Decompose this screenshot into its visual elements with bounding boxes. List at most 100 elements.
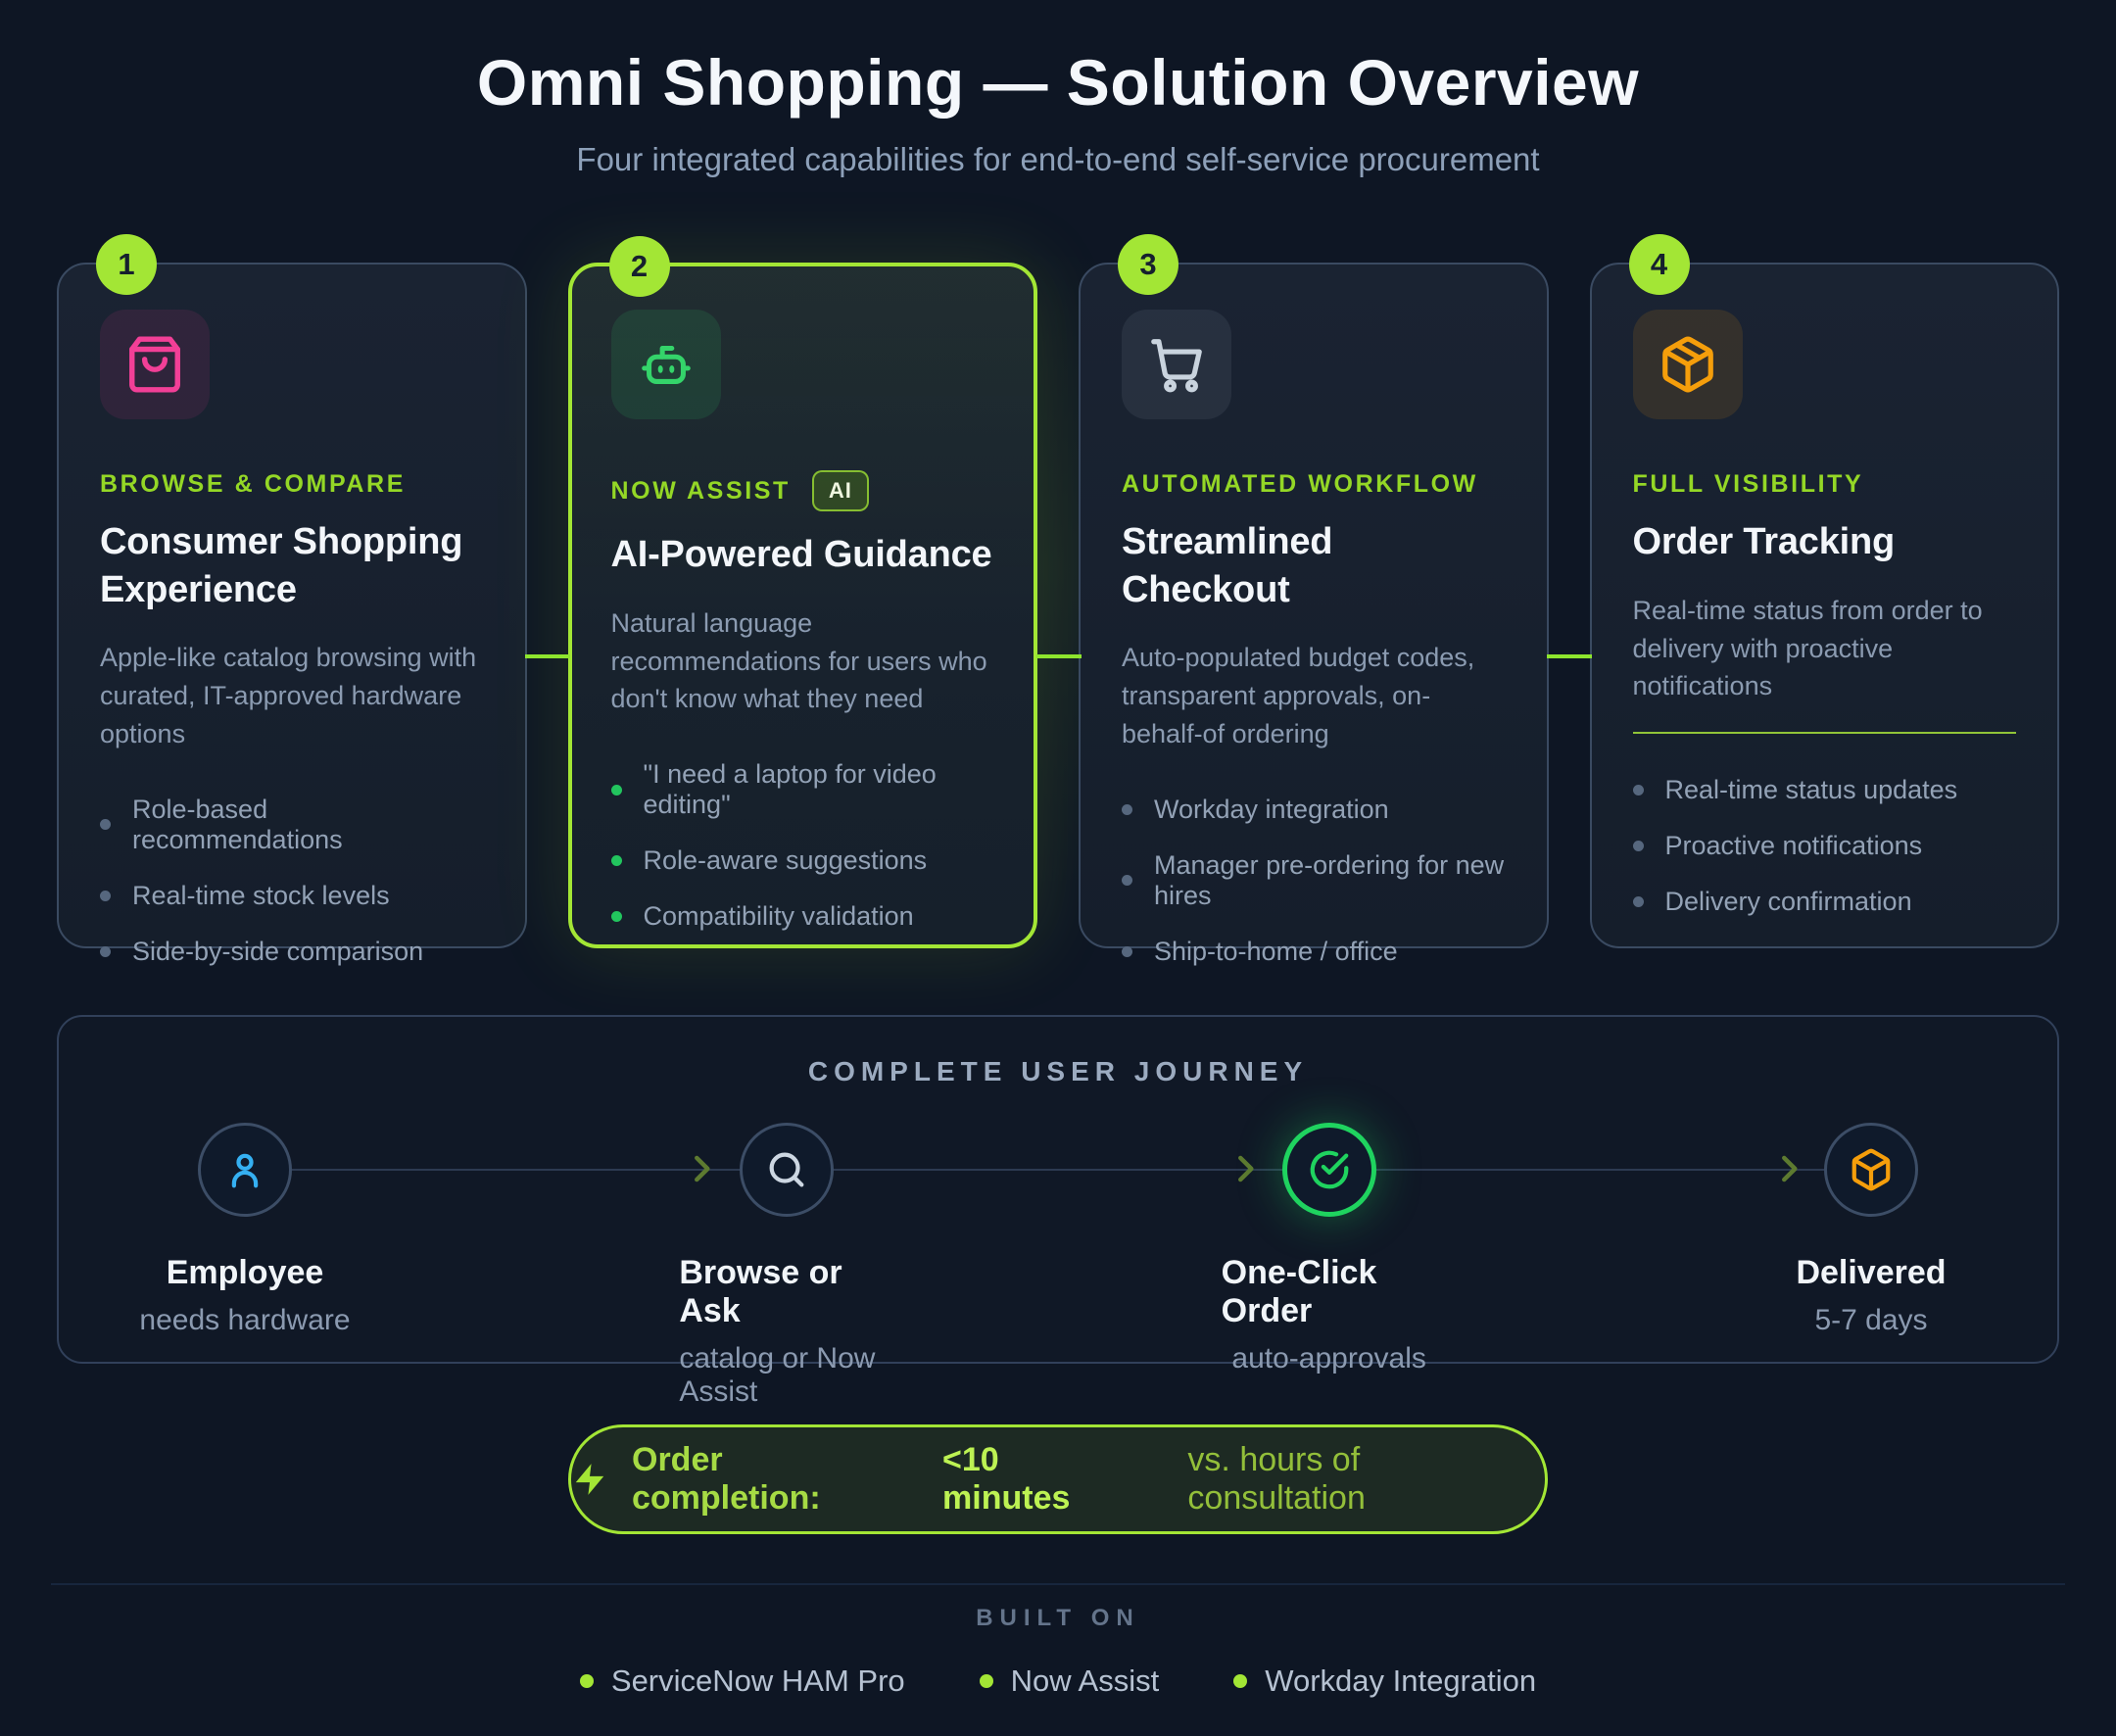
bullet-item: Side-by-side comparison <box>100 937 484 967</box>
bullet-item: Compatibility validation <box>610 901 995 932</box>
bullet-list: "I need a laptop for video editing" Role… <box>610 759 995 932</box>
built-on-item-label: Workday Integration <box>1265 1664 1537 1698</box>
bullet-item: Proactive notifications <box>1632 831 2017 861</box>
bullet-text: Workday integration <box>1154 794 1389 824</box>
number-badge: 4 <box>1628 234 1690 295</box>
package-icon <box>1661 336 1713 393</box>
bullet-text: Side-by-side comparison <box>132 936 424 966</box>
journey-step-browse-or-ask: Browse or Ask catalog or Now Assist <box>679 1123 894 1409</box>
card-connector <box>525 654 570 658</box>
journey-line <box>292 1169 1824 1171</box>
number-badge: 1 <box>96 234 157 295</box>
card-connector <box>1547 654 1592 658</box>
step-sublabel: auto-approvals <box>1231 1342 1426 1374</box>
search-icon <box>769 1152 804 1187</box>
bullet-item: Ship-to-home / office <box>1122 937 1506 967</box>
capability-cards: 1 BROWSE & COMPARE Consumer Shopping Exp… <box>57 234 2059 966</box>
number-badge: 2 <box>608 236 670 297</box>
step-label: One-Click Order <box>1221 1254 1377 1329</box>
chevron-right-icon <box>683 1150 720 1192</box>
card-streamlined-checkout: 3 AUTOMATED WORKFLOW Streamlined Checkou… <box>1079 234 1549 966</box>
bullet-dot <box>610 784 622 796</box>
eyebrow-label: FULL VISIBILITY <box>1632 470 1864 498</box>
step-circle <box>1823 1123 1918 1217</box>
callout-label: Order completion: <box>632 1441 821 1517</box>
bullet-list: Workday integration Manager pre-ordering… <box>1122 795 1506 967</box>
icon-tile <box>100 310 210 419</box>
step-sublabel: catalog or Now Assist <box>679 1342 876 1408</box>
journey-step-delivered: Delivered 5-7 days <box>1763 1123 1979 1409</box>
order-completion-callout: Order completion: <10 minutes vs. hours … <box>568 1424 1548 1534</box>
step-sublabel: 5-7 days <box>1814 1304 1928 1336</box>
eyebrow-row: NOW ASSIST AI <box>611 470 995 511</box>
robot-icon <box>641 346 691 384</box>
card-order-tracking: 4 FULL VISIBILITY Order Tracking Real-ti… <box>1589 234 2059 948</box>
bullet-item: "I need a laptop for video editing" <box>610 759 995 820</box>
journey-heading: COMPLETE USER JOURNEY <box>807 1056 1309 1086</box>
step-circle <box>1281 1123 1376 1217</box>
step-circle <box>198 1123 292 1217</box>
number-badge: 3 <box>1118 234 1178 295</box>
card-title: Order Tracking <box>1632 521 1896 562</box>
card-description: Real-time status from order to delivery … <box>1632 595 1983 701</box>
step-sublabel: needs hardware <box>139 1304 351 1336</box>
page-subtitle: Four integrated capabilities for end-to-… <box>576 141 1540 177</box>
bullet-text: Real-time stock levels <box>132 880 390 910</box>
bullet-dot <box>100 890 111 901</box>
bullet-dot <box>610 855 622 867</box>
bullet-item: Role-aware suggestions <box>610 845 995 876</box>
bullet-text: Real-time status updates <box>1664 775 1958 804</box>
bullet-dot <box>1122 803 1132 815</box>
built-on-item: Now Assist <box>979 1664 1160 1699</box>
callout-value: <10 minutes <box>942 1441 1071 1517</box>
user-icon <box>231 1153 259 1188</box>
callout-comparison: vs. hours of consultation <box>1187 1441 1366 1517</box>
bullet-text: Ship-to-home / office <box>1154 936 1398 966</box>
header: Omni Shopping — Solution Overview Four i… <box>0 0 2116 178</box>
page-title: Omni Shopping — Solution Overview <box>476 46 1640 119</box>
bullet-text: Role-based recommendations <box>132 794 343 854</box>
bullet-item: Manager pre-ordering for new hires <box>1122 850 1506 911</box>
list-dot <box>579 1674 594 1688</box>
package-icon <box>1852 1148 1891 1191</box>
lightning-bolt-icon <box>575 1464 604 1495</box>
eyebrow-label: AUTOMATED WORKFLOW <box>1122 470 1478 498</box>
bullet-dot <box>1632 896 1644 907</box>
bullet-dot <box>1122 945 1132 957</box>
built-on-list: ServiceNow HAM Pro Now Assist Workday In… <box>0 1664 2116 1699</box>
bullet-text: Delivery confirmation <box>1664 887 1912 916</box>
icon-tile <box>1632 310 1743 419</box>
built-on-item: Workday Integration <box>1233 1664 1536 1699</box>
bullet-text: Manager pre-ordering for new hires <box>1154 849 1505 910</box>
list-dot <box>1233 1674 1248 1688</box>
bullet-dot <box>100 819 111 831</box>
bullet-list: Role-based recommendations Real-time sto… <box>100 795 484 967</box>
built-on-item-label: ServiceNow HAM Pro <box>610 1664 905 1698</box>
journey-steps: Employee needs hardware Browse or Ask ca… <box>59 1123 2057 1409</box>
step-circle <box>740 1123 835 1217</box>
bullet-item: Role-based recommendations <box>100 795 484 855</box>
eyebrow-row: AUTOMATED WORKFLOW <box>1122 470 1506 499</box>
bullet-text: Compatibility validation <box>643 901 914 932</box>
card-divider <box>1632 732 2016 734</box>
step-label: Delivered <box>1796 1254 1947 1291</box>
card-title: AI-Powered Guidance <box>610 534 992 575</box>
built-on-heading: BUILT ON <box>976 1605 1140 1631</box>
built-on-item-label: Now Assist <box>1010 1664 1160 1698</box>
step-label: Browse or Ask <box>679 1254 842 1329</box>
journey-section: COMPLETE USER JOURNEY Employee needs har… <box>57 1015 2059 1408</box>
bullet-dot <box>1632 841 1644 851</box>
list-dot <box>979 1674 993 1688</box>
card-description: Auto-populated budget codes, transparent… <box>1122 643 1475 748</box>
card-description: Natural language recommendations for use… <box>610 607 987 714</box>
bullet-text: Role-aware suggestions <box>643 845 928 876</box>
footer-divider <box>51 1583 2065 1585</box>
bullet-text: Proactive notifications <box>1664 831 1923 860</box>
eyebrow-label: BROWSE & COMPARE <box>100 470 406 498</box>
card-connector <box>1036 654 1082 658</box>
bullet-item: Workday integration <box>1122 795 1506 825</box>
step-label: Employee <box>166 1254 324 1291</box>
card-title: Consumer Shopping Experience <box>100 521 463 610</box>
icon-tile <box>610 310 721 419</box>
chevron-right-icon <box>1226 1150 1264 1192</box>
